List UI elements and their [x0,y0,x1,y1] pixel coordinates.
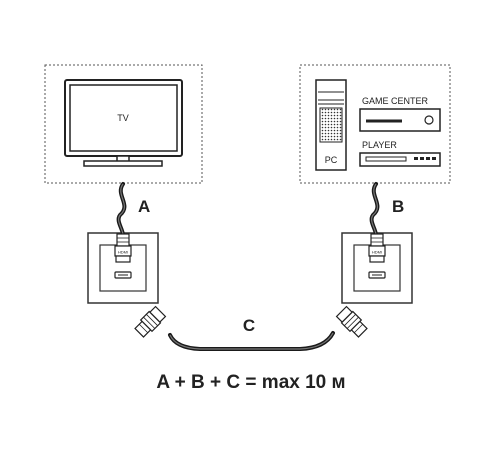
pc-tower-icon [315,79,347,171]
game-center-icon [359,108,441,132]
game-center-label: GAME CENTER [362,96,429,106]
cable-b-label: B [392,197,404,216]
cable-c [168,331,335,351]
cable-b [369,182,380,242]
cable-a [116,182,127,242]
hdmi-plug-right-top: HDMI [368,233,386,263]
hdmi-plug-left-bottom [134,305,167,338]
hdmi-plug-left-top: HDMI [114,233,132,263]
pc-frame [299,64,451,184]
hdmi-plug-right-bottom [335,305,368,338]
player-icon [359,152,441,167]
player-label: PLAYER [362,140,397,150]
pc-label: PC [325,155,338,165]
hdmi-plug-text-right: HDMI [372,250,382,255]
hdmi-plug-text-left: HDMI [118,250,128,255]
tv-label: TV [117,113,129,123]
length-formula: A + B + C = max 10 м [156,372,345,393]
cable-a-label: A [138,197,150,216]
tv-icon [64,79,183,167]
cable-c-label: C [243,316,255,335]
